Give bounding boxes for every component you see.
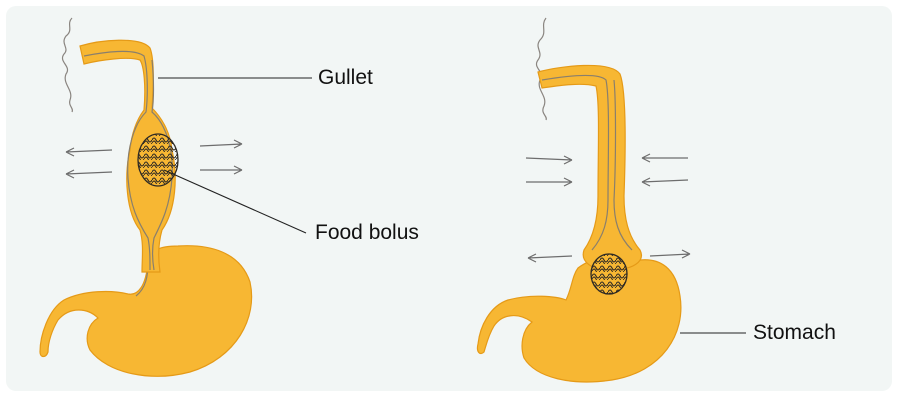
arrow-right-lower	[200, 166, 242, 174]
arrow-outward-right	[650, 250, 690, 258]
food-bolus-label: Food bolus	[315, 221, 419, 245]
left-face-profile	[62, 18, 72, 112]
arrow-right-upper	[200, 140, 242, 148]
arrow-left-lower	[66, 170, 112, 178]
arrow-inward-right-upper	[642, 154, 688, 162]
right-stomach	[477, 256, 680, 382]
stomach-label: Stomach	[753, 321, 836, 345]
left-leader-lines	[158, 78, 312, 233]
gullet-label: Gullet	[318, 66, 373, 90]
arrow-inward-right-lower	[642, 178, 688, 186]
right-esophagus-drawing	[477, 18, 690, 382]
right-esophagus-tube	[538, 65, 641, 270]
food-bolus-leader-line	[164, 170, 306, 233]
arrow-inward-left-lower	[526, 178, 572, 186]
arrow-outward-left	[528, 254, 572, 262]
arrow-inward-left-upper	[526, 156, 572, 164]
arrow-left-upper	[66, 148, 112, 156]
right-face-profile	[536, 18, 546, 120]
left-food-bolus	[138, 134, 178, 186]
left-esophagus-drawing	[40, 18, 252, 376]
right-food-bolus	[591, 254, 627, 294]
